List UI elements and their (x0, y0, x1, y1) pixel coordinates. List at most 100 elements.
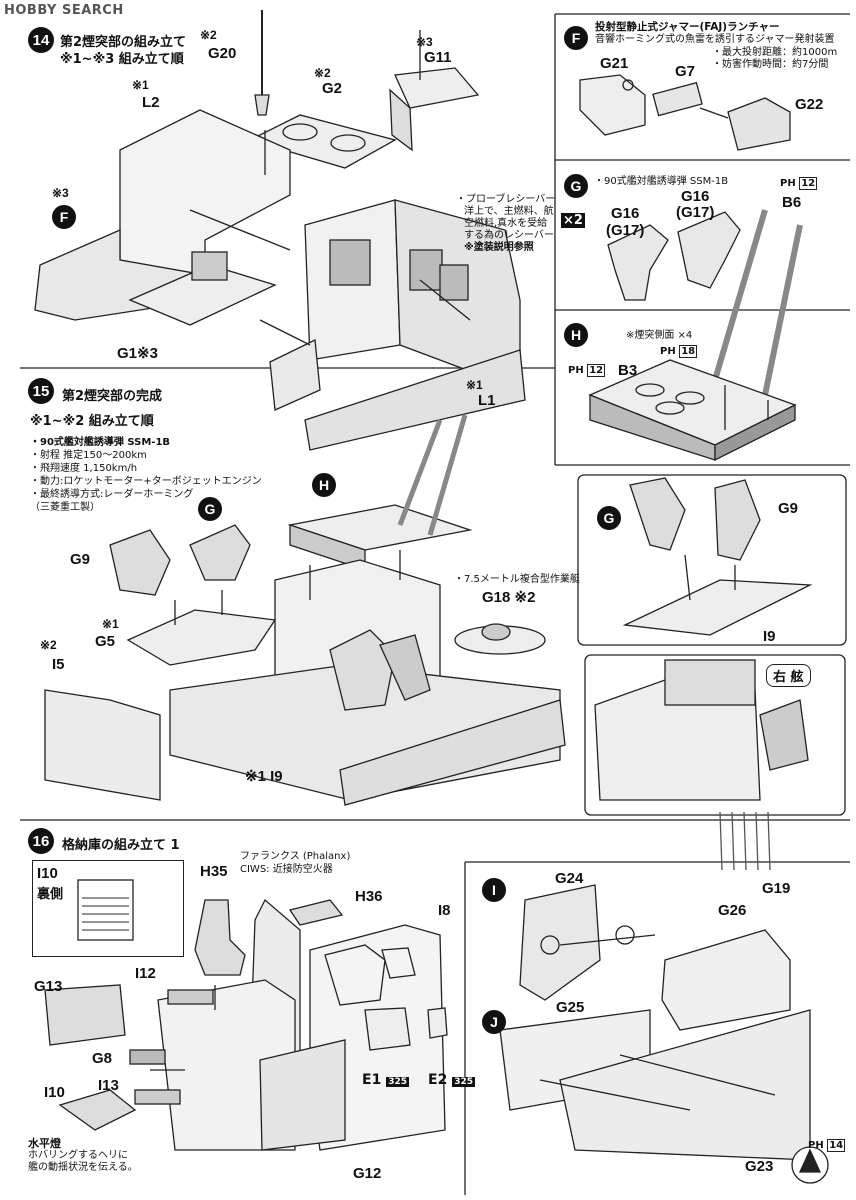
section-h-note: ※煙突側面 ×4 (626, 330, 693, 341)
paint-ref-e1: E1 325 (362, 1072, 409, 1088)
label-l1: L1 (478, 392, 496, 409)
step-15-number: 15 (28, 378, 54, 404)
ssm-spec-5: ・最終誘導方式:レーダーホーミング (30, 489, 194, 500)
section-f-letter: F (564, 26, 588, 50)
i10-inset-sub: 裏側 (37, 886, 64, 901)
label-b3: B3 (618, 362, 638, 379)
paint-ref-h12-prefix: PH (568, 365, 584, 376)
label-g9: G9 (70, 551, 91, 568)
label-b6: B6 (782, 194, 802, 211)
i10-back-inset: I10 裏側 (32, 860, 184, 957)
section-f-desc-2: ・最大投射距離：約1000m (712, 47, 838, 58)
label-g21: G21 (600, 55, 629, 72)
e2-code: 325 (452, 1077, 475, 1087)
label-f-note: ※3 (52, 186, 69, 200)
ssm-spec-4: ・動力:ロケットモーター+ターボジェットエンジン (30, 476, 262, 487)
section-f-marker: F (52, 205, 76, 229)
probe-receiver-note: ・プローブレシーバー 洋上で、主燃料、航 空燃料,真水を受給 する為のレシーバー… (456, 194, 555, 254)
label-g16-right: G16 (681, 188, 710, 205)
label-i5: I5 (52, 656, 65, 673)
paint-ref-h18-number: 18 (679, 345, 698, 358)
paint-ref-h18-prefix: PH (660, 346, 676, 357)
inset-g-marker: G (597, 506, 621, 530)
ssm-spec-3: ・飛翔速度 1,150km/h (30, 463, 138, 474)
label-g8: G8 (92, 1050, 113, 1067)
horizon-light-title: 水平燈 (28, 1137, 61, 1150)
label-g26: G26 (718, 902, 747, 919)
phalanx-desc: CIWS: 近接防空火器 (240, 864, 333, 875)
section-g-title: ・90式艦対艦誘導弾 SSM-1B (594, 176, 729, 187)
probe-note-line-3: 空燃料,真水を受給 (464, 218, 548, 229)
horizon-light-note: 水平燈 ホバリングするヘリに 艦の動揺状況を伝える。 (28, 1138, 138, 1174)
label-g11: G11 (424, 49, 452, 66)
label-g25: G25 (556, 999, 585, 1016)
label-g11-note: ※3 (416, 35, 433, 49)
step-14-number: 14 (28, 27, 54, 53)
section-g-multiplier: ×2 (561, 213, 585, 228)
ssm-spec-6: （三菱重工製） (30, 502, 100, 513)
work-boat-note: ・7.5メートル複合型作業艇 (454, 574, 580, 585)
step-15-g-marker: G (198, 497, 222, 521)
paint-ref-h12-number: 12 (587, 364, 606, 377)
paint-ref-h-12: PH 12 (568, 364, 606, 377)
step-14-title: 第2煙突部の組み立て (60, 35, 187, 50)
label-h35: H35 (200, 863, 228, 880)
phalanx-name: ファランクス (Phalanx) (240, 851, 351, 862)
step-15-subtitle: ※1~※2 組み立て順 (30, 414, 154, 429)
probe-note-ref: ※塗装説明参照 (464, 242, 534, 253)
section-f-desc-1: 音響ホーミング式の魚雷を誘引するジャマー発射装置 (595, 34, 835, 45)
label-g5: G5 (95, 633, 116, 650)
paint-ref-j: PH 14 (808, 1139, 846, 1152)
section-i-letter: I (482, 878, 506, 902)
horizon-light-desc-2: 艦の動揺状況を伝える。 (28, 1162, 138, 1173)
label-l2-note: ※1 (132, 78, 149, 92)
label-g12: G12 (353, 1165, 382, 1182)
label-g20-note: ※2 (200, 28, 217, 42)
inset-label-g9: G9 (778, 500, 799, 517)
label-g17-left: (G17) (606, 222, 645, 239)
label-g20: G20 (208, 45, 237, 62)
label-i8: I8 (438, 902, 451, 919)
step-14-subtitle: ※1~※3 組み立て順 (60, 52, 184, 67)
ssm-spec-2: ・射程 推定150〜200km (30, 450, 147, 461)
e1-code: 325 (386, 1077, 409, 1087)
label-l1-note: ※1 (466, 378, 483, 392)
watermark-text: HOBBY SEARCH (4, 3, 124, 18)
label-g16-left: G16 (611, 205, 640, 222)
label-e1: E1 (362, 1072, 382, 1088)
ssm-spec-1: ・90式艦対艦誘導弾 SSM-1B (30, 437, 171, 448)
label-i10: I10 (44, 1084, 65, 1101)
paint-ref-j-number: 14 (827, 1139, 846, 1152)
label-g2: G2 (322, 80, 343, 97)
paint-ref-e2: E2 325 (428, 1072, 475, 1088)
label-l2: L2 (142, 94, 160, 111)
label-g1: G1※3 (117, 345, 158, 362)
section-h-letter: H (564, 323, 588, 347)
label-e2: E2 (428, 1072, 448, 1088)
label-g23: G23 (745, 1158, 774, 1175)
label-g7: G7 (675, 63, 696, 80)
step-16-number: 16 (28, 828, 54, 854)
horizon-light-desc-1: ホバリングするヘリに (28, 1150, 128, 1161)
label-i13: I13 (98, 1077, 119, 1094)
starboard-callout: 右 舷 (766, 664, 811, 687)
paint-ref-h-18: PH 18 (660, 345, 698, 358)
paint-ref-j-prefix: PH (808, 1140, 824, 1151)
label-g2-note: ※2 (314, 66, 331, 80)
label-g22: G22 (795, 96, 824, 113)
ssm-spec-list: ・90式艦対艦誘導弾 SSM-1B ・射程 推定150〜200km ・飛翔速度 … (30, 436, 262, 514)
paint-ref-g-prefix: PH (780, 178, 796, 189)
probe-note-line-2: 洋上で、主燃料、航 (464, 206, 554, 217)
paint-ref-g: PH 12 (780, 177, 818, 190)
section-j-letter: J (482, 1010, 506, 1034)
section-f-title: 投射型静止式ジャマー(FAJ)ランチャー (595, 21, 780, 33)
step-15-h-marker: H (312, 473, 336, 497)
label-g5-note: ※1 (102, 617, 119, 631)
probe-note-line-1: ・プローブレシーバー (456, 194, 556, 205)
label-g13: G13 (34, 978, 63, 995)
label-i9: ※1 I9 (245, 768, 283, 785)
section-g-letter: G (564, 174, 588, 198)
label-g24: G24 (555, 870, 584, 887)
label-i12: I12 (135, 965, 156, 982)
